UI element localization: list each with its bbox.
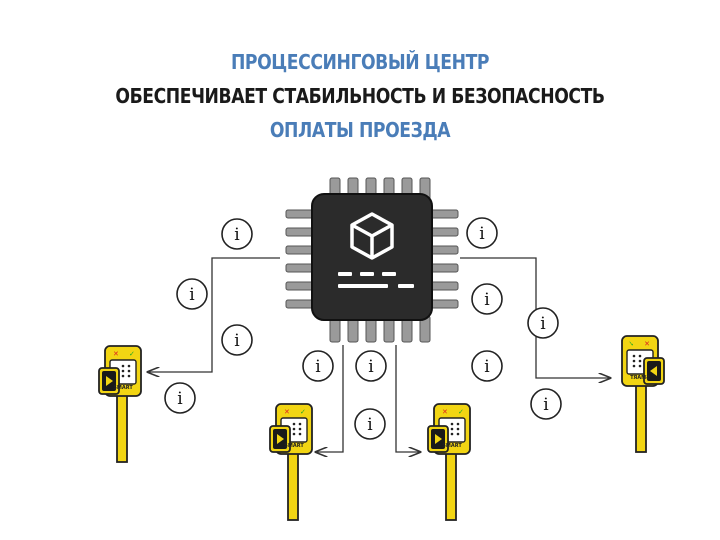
card-reader (269, 425, 291, 453)
validator-brand: SMART (113, 385, 133, 391)
info-icon: i (355, 350, 387, 382)
chip-dashes (338, 272, 414, 288)
svg-text:✕: ✕ (644, 340, 650, 348)
validator-brand: SMART (284, 443, 304, 449)
ticket-validator-icon: ✕ ✓ SMART (621, 335, 665, 453)
info-label: i (368, 357, 374, 377)
info-label: i (484, 357, 490, 377)
info-label: i (367, 415, 373, 435)
connection-line-left (148, 257, 280, 372)
processor-chip-icon (285, 177, 459, 343)
svg-text:✕: ✕ (113, 350, 119, 358)
info-icon: i (221, 324, 253, 356)
info-icon: i (302, 350, 334, 382)
connection-line-bottom-left (316, 345, 344, 452)
info-label: i (315, 357, 321, 377)
info-label: i (189, 285, 195, 305)
title-line-1: ПРОЦЕССИНГОВЫЙ ЦЕНТР (230, 50, 490, 74)
info-icon: i (176, 278, 208, 310)
svg-text:✓: ✓ (129, 350, 135, 358)
info-icon: i (221, 218, 253, 250)
title-line-3: ОПЛАТЫ ПРОЕЗДА (269, 118, 451, 142)
ticket-validator-icon: ✕ ✓ SMART (98, 345, 142, 463)
validator-brand: SMART (630, 375, 650, 381)
svg-text:✓: ✓ (458, 408, 464, 416)
svg-text:✓: ✓ (628, 340, 634, 348)
info-label: i (177, 389, 183, 409)
title-line-2: ОБЕСПЕЧИВАЕТ СТАБИЛЬНОСТЬ И БЕЗОПАСНОСТЬ (115, 84, 605, 108)
ticket-validator-icon: ✕ ✓ SMART (269, 403, 313, 521)
validators: ✕ ✓ SMART ✕ ✓ SMART ✕ ✓ SMART ✕ ✓ SMART (98, 335, 665, 521)
validator-brand: SMART (442, 443, 462, 449)
info-label: i (234, 331, 240, 351)
card-reader (643, 357, 665, 385)
svg-text:✓: ✓ (300, 408, 306, 416)
svg-text:✕: ✕ (442, 408, 448, 416)
info-icon: i (471, 283, 503, 315)
info-icon: i (164, 382, 196, 414)
svg-text:✕: ✕ (284, 408, 290, 416)
info-label: i (234, 225, 240, 245)
info-icon: i (466, 217, 498, 249)
connection-line-bottom-right (395, 345, 420, 452)
card-reader (98, 367, 120, 395)
info-icon: i (530, 388, 562, 420)
info-label: i (543, 395, 549, 415)
info-icon: i (471, 350, 503, 382)
info-icon: i (527, 307, 559, 339)
cube-logo-icon (350, 212, 394, 260)
card-reader (427, 425, 449, 453)
info-label: i (540, 314, 546, 334)
info-label: i (484, 290, 490, 310)
info-label: i (479, 224, 485, 244)
ticket-validator-icon: ✕ ✓ SMART (427, 403, 471, 521)
info-icon: i (354, 408, 386, 440)
info-badges: i i i i i i i i i i i i (164, 217, 562, 440)
